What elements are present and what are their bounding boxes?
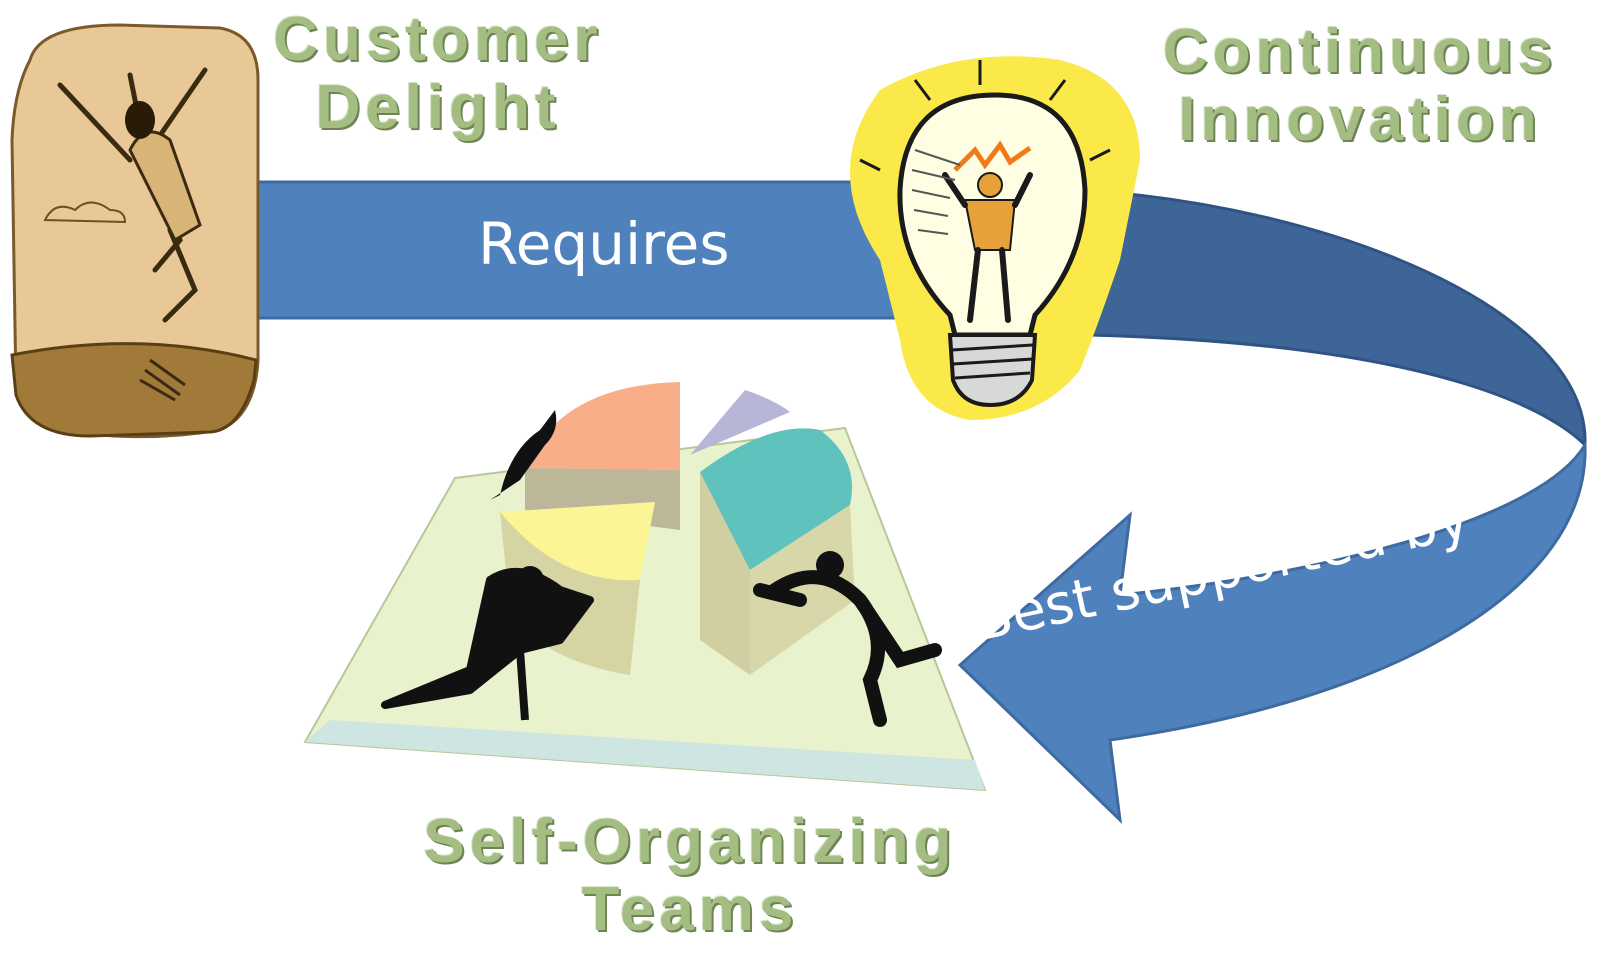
continuous-innovation-line1: Continuous	[1162, 17, 1558, 86]
customer-delight-label: Customer Delight	[268, 6, 608, 142]
customer-delight-line2: Delight	[315, 73, 561, 142]
requires-arrow-label: Requires	[478, 210, 730, 278]
pie-chart-team-icon	[303, 382, 987, 792]
requires-arrow	[228, 180, 912, 320]
customer-delight-line1: Customer	[273, 5, 603, 74]
continuous-innovation-label: Continuous Innovation	[1160, 18, 1560, 154]
self-organizing-teams-line1: Self-Organizing	[423, 807, 957, 876]
continuous-innovation-line2: Innovation	[1178, 85, 1542, 154]
jumping-person-icon	[10, 23, 260, 439]
self-organizing-teams-line2: Teams	[581, 875, 799, 944]
self-organizing-teams-label: Self-Organizing Teams	[410, 808, 970, 944]
lightbulb-person-icon	[850, 56, 1140, 420]
best-supported-by-arrow	[957, 188, 1587, 825]
